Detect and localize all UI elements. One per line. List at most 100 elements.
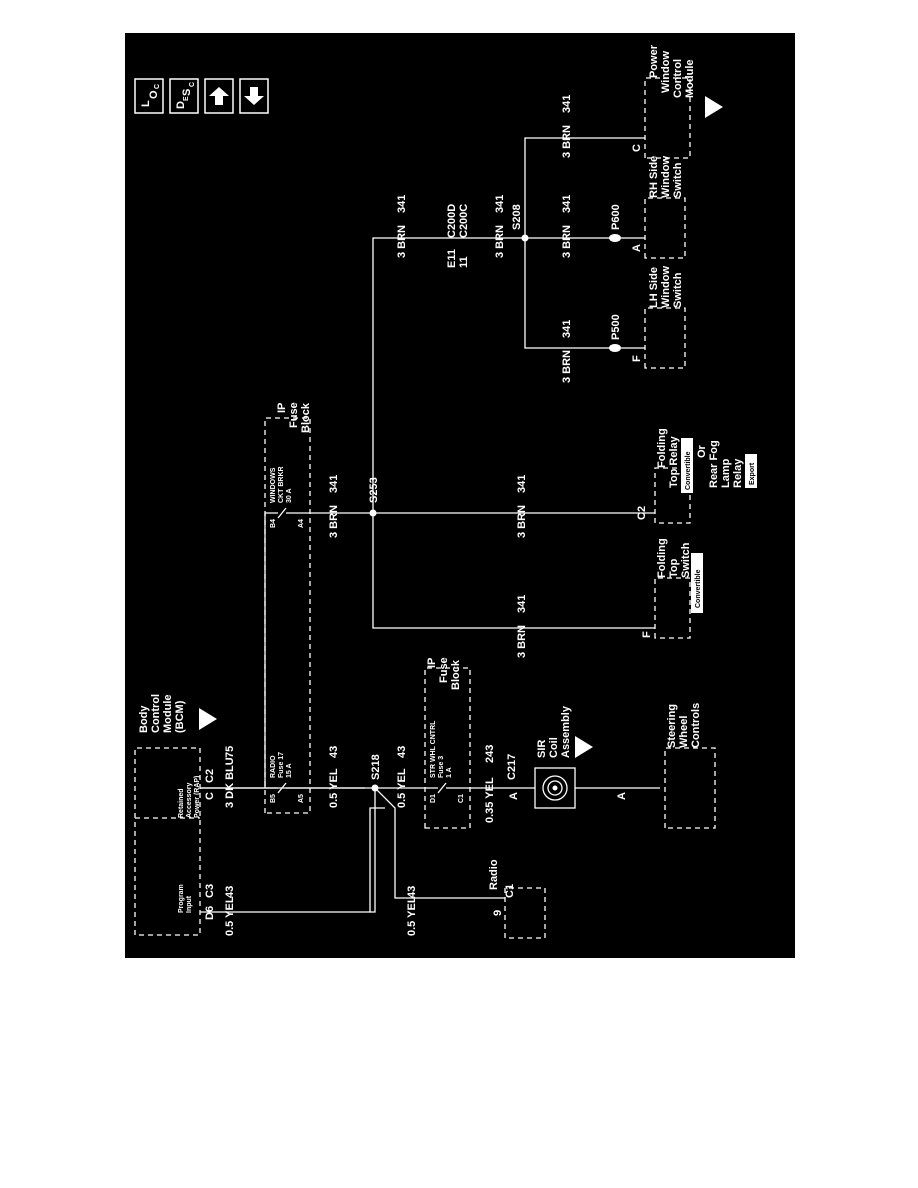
pin-c-pwr: C [631,144,643,152]
wire-sir-circuit: 243 [484,745,496,763]
splice-s218-label: S218 [370,754,382,780]
pin-a5: A5 [298,794,305,803]
lh-switch-label-2: Window [660,266,672,308]
locator-button[interactable]: L O C [134,78,164,114]
bcm-name-3: Module [162,695,174,734]
pin-11: 11 [458,256,470,268]
wire-relay-color: 3 BRN [516,505,528,538]
pin-a-steering: A [616,792,628,800]
pin-a-rh: A [631,244,643,252]
fold-relay-convertible: Convertible [685,451,692,490]
fuse-block-label-2: Fuse [288,402,300,428]
wire-c200-color: 3 BRN [396,225,408,258]
description-button[interactable]: D E S C [169,78,199,114]
pin-9: 9 [492,910,504,916]
wire-rh-circuit: 341 [561,195,573,213]
steer-label-3: Controls [690,703,702,748]
wire-strfuse-circuit: 43 [396,746,408,758]
ip-fuse-block-large: IP Fuse Block RADIO Fuse 17 15 A B5 A5 W… [264,402,312,814]
rear-fog-export: Export [749,462,756,485]
pin-e11: E11 [446,249,458,268]
locator-label-2: O [148,90,160,99]
rear-fog-label-2: Rear Fog [708,440,720,488]
connector-c200c: C200C [458,204,470,238]
sir-label-1: SIR [536,740,548,758]
nav-buttons: L O C D E S C [134,78,269,114]
pin-c3: C3 [204,884,216,898]
fuse-strwhl-name: STR WHL CNTRL [430,720,437,778]
lh-window-switch: F LH Side Window Switch [631,266,686,369]
pin-d1: D1 [430,794,437,803]
folding-top-switch: F Folding Top Switch Convertible [641,538,703,639]
pin-a-c217: A [508,792,520,800]
fuse-radio-number: Fuse 17 [278,752,285,778]
connector-c200d: C200D [446,204,458,238]
sir-label-3: Assembly [560,705,572,758]
pin-b5: B5 [270,794,277,803]
wire-lh-color: 3 BRN [561,350,573,383]
bcm-rap-2: Accessory [186,782,193,818]
ip-fuse-block-small: IP Fuse Block STR WHL CNTRL Fuse 3 1 A D… [424,657,471,829]
bcm-name-4: (BCM) [174,700,186,733]
steering-wheel-controls: Steering Wheel Controls [664,703,716,829]
connector-p600: P600 [609,204,622,242]
desc-sub-1: E [183,96,190,101]
wiring-schematic: L O C D E S C Body [125,33,795,958]
bcm-name-1: Body [138,705,150,733]
wire-windows-color: 3 BRN [328,505,340,538]
rh-switch-label-3: Switch [672,162,684,198]
wire-strfuse-color: 0.5 YEL [396,768,408,808]
lh-switch-label-3: Switch [672,272,684,308]
sir-warning-icon [575,736,593,758]
sir-label-2: Coil [548,737,560,758]
fuse-block-label-3: Block [300,402,312,433]
wire-pwr-color: 3 BRN [561,125,573,158]
fold-relay-label-1: Folding [656,428,668,468]
wire-program-circuit: 43 [224,886,236,898]
wire-radio-circuit: 43 [406,886,418,898]
pwr-module-label-3: Control [672,59,684,98]
wire-s218-circuit: 43 [328,746,340,758]
fuse-block2-label-2: Fuse [438,657,450,683]
power-window-control-module: C Power Window Control Module [631,44,723,159]
folding-top-relay: C2 Folding Top Relay Convertible Or Rear… [636,428,757,524]
pin-c2: C2 [204,769,216,783]
rh-window-switch: A RH Side Window Switch [631,156,686,259]
up-arrow-icon[interactable] [204,78,234,114]
connector-p500-label: P500 [610,314,622,340]
radio-module: Radio 9 C1 [488,859,546,939]
pwr-esd-warning-icon [705,96,723,118]
fuse-block2-label-3: Block [450,659,462,690]
wire-rh-color: 3 BRN [561,225,573,258]
breaker-windows-name: WINDOWS [270,467,277,503]
fold-switch-label-3: Switch [680,542,692,578]
down-arrow-icon[interactable] [239,78,269,114]
fold-switch-label-1: Folding [656,538,668,578]
pin-c2-relay: C2 [636,506,648,520]
pwr-module-label-1: Power [648,44,660,78]
pwr-module-label-4: Module [684,60,696,99]
bcm-name-2: Control [150,694,162,733]
fuse-strwhl-number: Fuse 3 [438,756,445,778]
wire-windows-circuit: 341 [328,475,340,493]
pin-f-fold: F [641,631,653,638]
rh-switch-label-1: RH Side [648,156,660,198]
fuse-block2-label-1: IP [426,658,438,668]
esd-warning-icon [199,708,217,730]
rear-fog-label-1: Or [696,444,708,458]
wire-c200-circuit: 341 [396,195,408,213]
rh-switch-label-2: Window [660,156,672,198]
sir-coil-assembly: SIR Coil Assembly [534,705,593,809]
radio-label: Radio [488,859,500,890]
pin-f-lh: F [631,355,643,362]
wire-rap-color: 3 DK BLU [224,757,236,808]
connector-p600-label: P600 [610,204,622,230]
rear-fog-label-3: Lamp [720,458,732,488]
fuse-radio-name: RADIO [270,755,277,778]
fuse-strwhl-rating: 1 A [446,767,453,778]
bcm-rap-3: Power (RAP) [194,776,201,818]
bcm-program-1: Program [178,884,185,913]
fuse-block-label-1: IP [276,403,288,413]
connector-p500: P500 [609,314,622,352]
desc-sub-2: C [189,82,196,87]
